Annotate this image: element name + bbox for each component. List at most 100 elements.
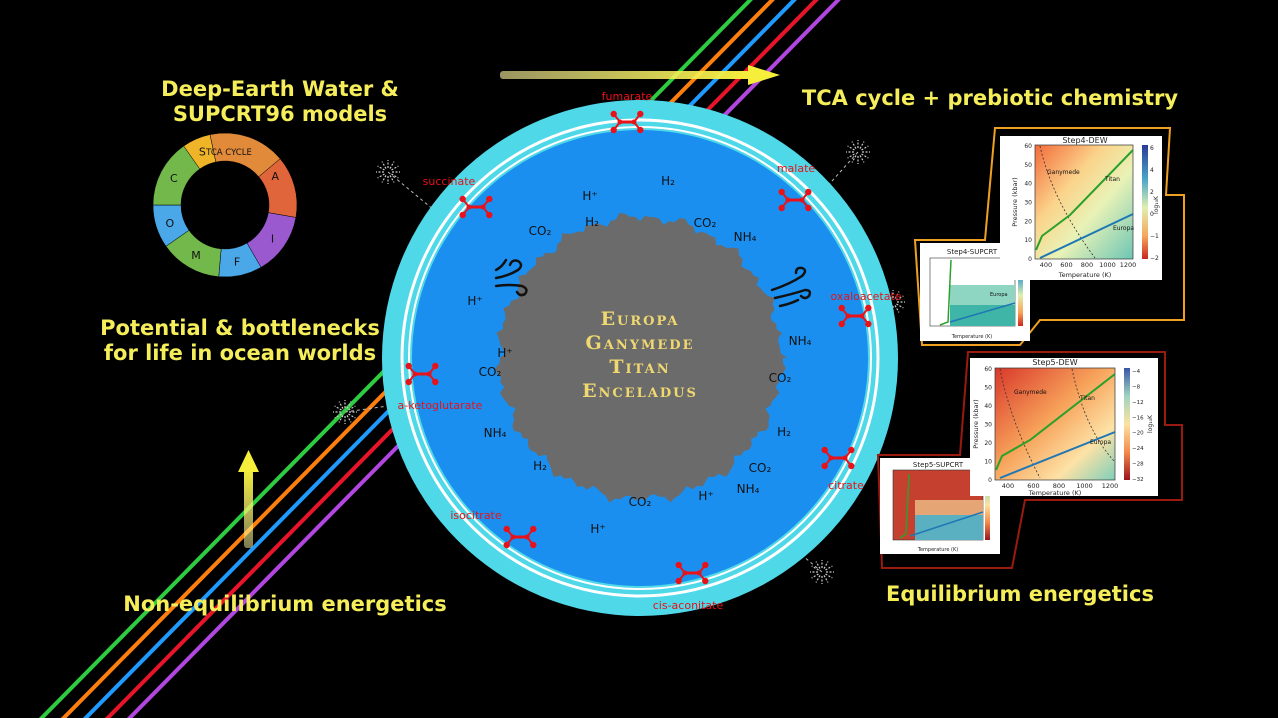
molecule-icon bbox=[821, 446, 855, 470]
axis-tick-label: −8 bbox=[1132, 384, 1141, 390]
axis-tick-label: 60 bbox=[1024, 143, 1032, 150]
left-title: Deep-Earth Water & SUPCRT96 models bbox=[161, 77, 399, 126]
species-label: H⁺ bbox=[582, 189, 597, 203]
molecule-label: malate bbox=[777, 162, 816, 175]
core-label-titan: Titan bbox=[609, 356, 670, 378]
axis-tick-label: −12 bbox=[1132, 400, 1144, 406]
core-label-ganymede: Ganymede bbox=[586, 332, 695, 354]
axis-tick-label: −28 bbox=[1132, 462, 1144, 468]
axis-tick-label: 2 bbox=[1150, 189, 1154, 196]
axis-tick-label: 800 bbox=[1081, 261, 1093, 269]
step4-frame bbox=[913, 127, 1185, 346]
species-label: H⁺ bbox=[698, 489, 713, 503]
axis-tick-label: 20 bbox=[1024, 218, 1032, 225]
axis-tick-label: 30 bbox=[984, 422, 992, 429]
tca-segment-label: S bbox=[199, 146, 206, 159]
step5-supcrt-xlabel: Temperature (K) bbox=[917, 547, 958, 553]
molecule-icon bbox=[405, 362, 439, 386]
tca-segment-label: C bbox=[170, 172, 178, 185]
step4-dew-xlabel: Temperature (K) bbox=[1058, 271, 1112, 279]
axis-tick-label: −32 bbox=[1132, 477, 1144, 483]
molecule-icon bbox=[503, 525, 537, 549]
axis-tick-label: −24 bbox=[1132, 446, 1144, 452]
core-label-europa: Europa bbox=[601, 308, 680, 330]
step4-plot-group: Step4-SUPCRT Temperature (K) Europa Step… bbox=[913, 127, 1185, 346]
species-label: H₂ bbox=[661, 174, 675, 188]
step4-dew-label-ganymede: Ganymede bbox=[1047, 169, 1080, 176]
tca-segment-label: M bbox=[191, 249, 201, 262]
axis-tick-label: 40 bbox=[1024, 181, 1032, 188]
step4-supcrt-label-europa: Europa bbox=[990, 292, 1008, 298]
axis-tick-label: 50 bbox=[984, 385, 992, 392]
axis-tick-label: 800 bbox=[1053, 482, 1065, 490]
species-label: H⁺ bbox=[590, 522, 605, 536]
axis-tick-label: 60 bbox=[984, 366, 992, 373]
species-label: CO₂ bbox=[694, 216, 717, 230]
molecule-label: cis-aconitate bbox=[653, 599, 724, 612]
molecule-label: citrate bbox=[828, 479, 864, 492]
axis-tick-label: 50 bbox=[1024, 162, 1032, 169]
step5-dew-label-titan: Titan bbox=[1079, 395, 1095, 402]
step4-supcrt-title: Step4-SUPCRT bbox=[947, 248, 998, 256]
species-label: H₂ bbox=[533, 459, 547, 473]
molecule-label: isocitrate bbox=[450, 509, 502, 522]
axis-tick-label: 1000 bbox=[1076, 482, 1093, 490]
species-label: CO₂ bbox=[529, 224, 552, 238]
axis-tick-label: 400 bbox=[1002, 482, 1014, 490]
molecule-label: succinate bbox=[423, 175, 476, 188]
molecule-icon bbox=[459, 195, 493, 219]
axis-tick-label: 4 bbox=[1150, 167, 1154, 174]
axis-tick-label: 6 bbox=[1150, 145, 1154, 152]
species-label: H₂ bbox=[777, 425, 791, 439]
spark-icon bbox=[376, 160, 400, 184]
axis-tick-label: 0 bbox=[1150, 211, 1154, 218]
axis-tick-label: 30 bbox=[1024, 200, 1032, 207]
step5-dew-title: Step5-DEW bbox=[1032, 358, 1077, 367]
top-arrow bbox=[500, 65, 780, 85]
non-equilibrium-label: Non-equilibrium energetics bbox=[123, 592, 447, 616]
axis-tick-label: 10 bbox=[984, 459, 992, 466]
molecule-label: fumarate bbox=[602, 90, 653, 103]
axis-tick-label: 600 bbox=[1060, 261, 1072, 269]
ocean-world: Europa Ganymede Titan Enceladus H₂H⁺CO₂H… bbox=[382, 100, 898, 616]
step5-dew-ylabel: Pressure (kbar) bbox=[972, 399, 980, 448]
tca-segment-label: A bbox=[271, 170, 279, 183]
up-arrow bbox=[238, 450, 259, 548]
species-label: CO₂ bbox=[479, 365, 502, 379]
tca-molecules: fumaratemalateoxaloacetatecitratecis-aco… bbox=[398, 90, 902, 612]
axis-tick-label: −20 bbox=[1132, 431, 1144, 437]
axis-tick-label: 400 bbox=[1040, 261, 1052, 269]
axis-tick-label: 1000 bbox=[1099, 261, 1116, 269]
step5-dew-plot: Step5-DEW Temperature (K) Pressure (kbar… bbox=[970, 358, 1158, 497]
step4-dew-ylabel: Pressure (kbar) bbox=[1011, 177, 1019, 226]
wind-icon bbox=[494, 258, 528, 297]
tca-title: TCA cycle + prebiotic chemistry bbox=[801, 86, 1179, 110]
axis-tick-label: 0 bbox=[988, 477, 992, 484]
species-label: CO₂ bbox=[769, 371, 792, 385]
species-label: H₂ bbox=[585, 215, 599, 229]
species-label: H⁺ bbox=[467, 294, 482, 308]
spark-tail bbox=[789, 544, 823, 573]
tca-segment-label: I bbox=[271, 232, 274, 245]
axis-tick-label: 0 bbox=[1028, 256, 1032, 263]
axis-tick-label: −2 bbox=[1150, 255, 1159, 262]
step5-dew-label-europa: Europa bbox=[1090, 439, 1111, 446]
species-label: NH₄ bbox=[789, 334, 812, 348]
molecule-label: a-ketoglutarate bbox=[398, 399, 483, 412]
potential-text: Potential & bottlenecks for life in ocea… bbox=[100, 316, 380, 365]
step5-frame bbox=[876, 351, 1183, 569]
spark-icon bbox=[333, 400, 357, 424]
ice-white-ring-outer bbox=[400, 118, 880, 598]
spark-tail bbox=[814, 151, 859, 201]
step4-dew-yticks: 0 10 20 30 40 50 60 bbox=[1024, 143, 1032, 263]
step5-supcrt-title: Step5-SUPCRT bbox=[913, 461, 964, 469]
axis-tick-label: 10 bbox=[1024, 237, 1032, 244]
tca-segment-label: F bbox=[234, 256, 240, 269]
axis-tick-label: −4 bbox=[1132, 369, 1141, 375]
molecule-icon bbox=[675, 561, 709, 585]
